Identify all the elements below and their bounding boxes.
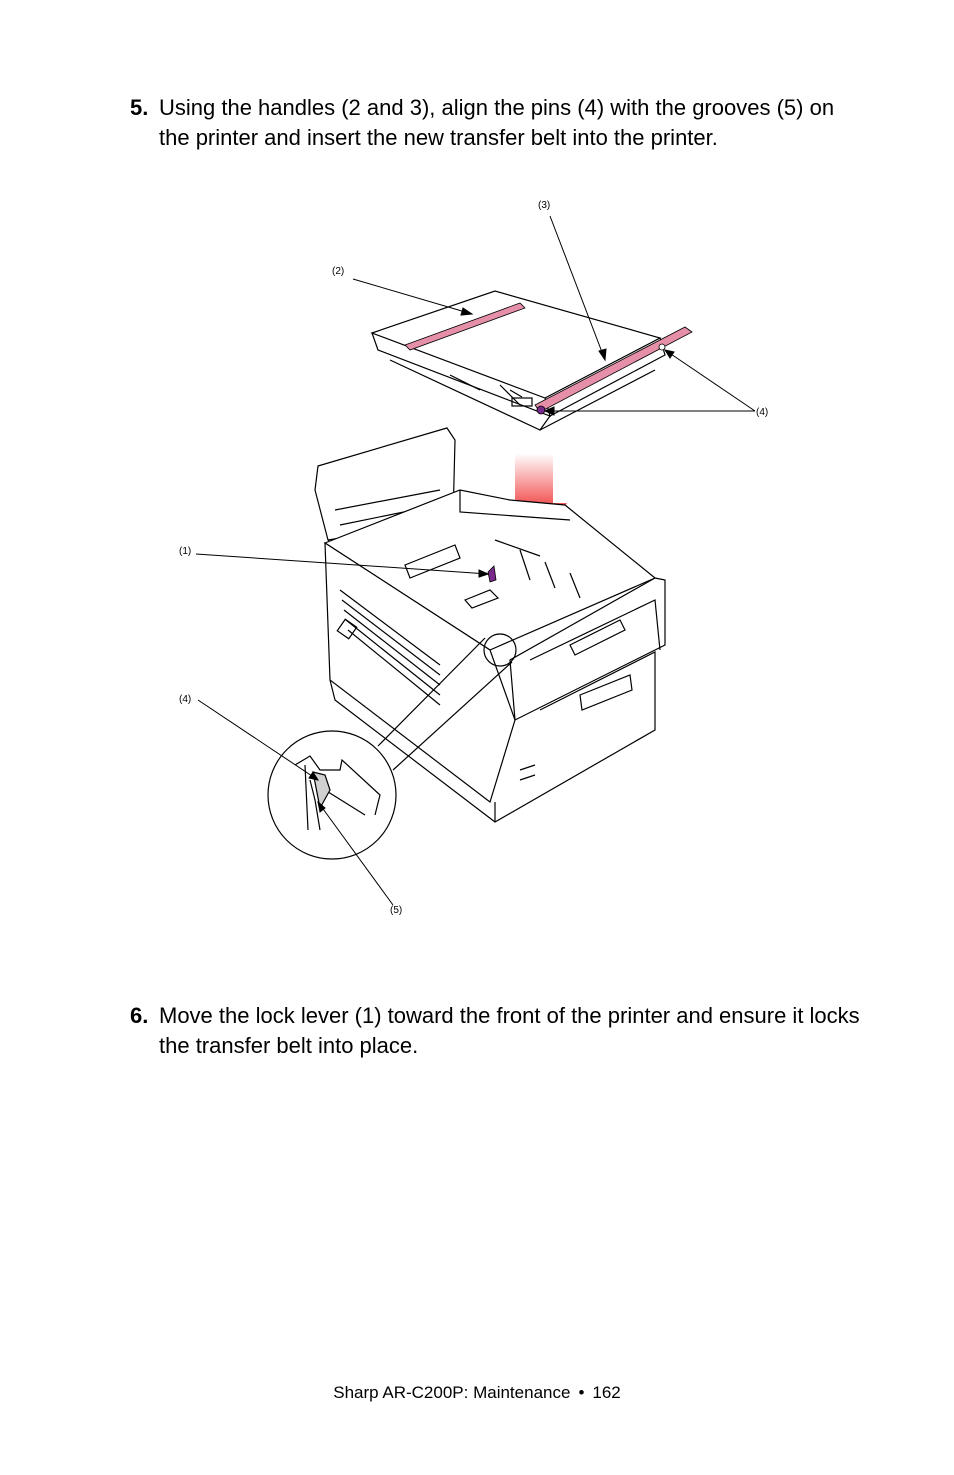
callout-3: (3) (538, 200, 551, 211)
step-number: 6. (130, 1003, 149, 1028)
footer-separator: • (578, 1383, 585, 1402)
footer-doc-title: Sharp AR-C200P: Maintenance (333, 1383, 571, 1402)
lock-lever (487, 565, 497, 583)
groove-detail-circle (267, 633, 517, 860)
page-footer: Sharp AR-C200P: Maintenance • 162 (0, 1382, 954, 1404)
step-text: Using the handles (2 and 3), align the p… (159, 95, 835, 150)
callout-5: (5) (390, 905, 403, 916)
belt-pin (658, 343, 666, 351)
callout-4-top: (4) (756, 407, 769, 418)
illustration-svg (195, 215, 756, 906)
transfer-belt-illustration: (3) (2) (4) (1) (4) (5) (150, 190, 800, 930)
step-6: 6. Move the lock lever (1) toward the fr… (130, 1001, 870, 1061)
page-number: 162 (592, 1383, 621, 1402)
callout-1: (1) (179, 546, 192, 557)
step-text: Move the lock lever (1) toward the front… (159, 1003, 860, 1058)
step-5: 5. Using the handles (2 and 3), align th… (130, 93, 870, 153)
belt-handles (404, 302, 693, 413)
callout-2: (2) (332, 266, 345, 277)
callout-4-left: (4) (179, 694, 192, 705)
callout-leaders (195, 215, 756, 906)
belt-pin (536, 405, 546, 415)
step-number: 5. (130, 95, 149, 120)
